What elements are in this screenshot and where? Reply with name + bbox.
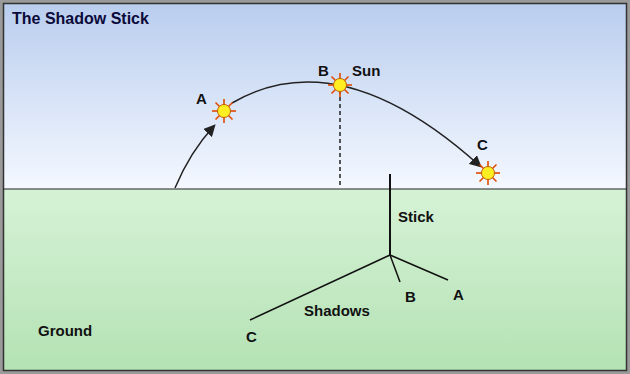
sun-symbol <box>476 161 500 185</box>
stick-label: Stick <box>398 208 434 225</box>
diagram-title: The Shadow Stick <box>12 10 149 28</box>
shadow-label: A <box>453 286 464 303</box>
horizon <box>3 189 627 190</box>
shadow-lines <box>250 255 448 320</box>
sun-path <box>175 126 214 188</box>
sun-label: Sun <box>352 62 380 79</box>
noon-line <box>339 90 341 188</box>
stick <box>389 174 391 255</box>
sun-position-label: C <box>477 136 488 153</box>
sun-symbol <box>328 73 352 97</box>
shadow-label: C <box>246 328 257 345</box>
shadows-label: Shadows <box>304 302 370 319</box>
inner-frame <box>4 4 627 371</box>
sky <box>3 3 627 189</box>
sun-path <box>232 82 480 166</box>
shadow-line <box>390 255 448 280</box>
sun-position-label: A <box>196 90 207 107</box>
shadow-label: B <box>405 288 416 305</box>
ground-area <box>3 189 627 371</box>
ground-label: Ground <box>38 322 92 339</box>
shadow-line <box>250 255 390 320</box>
sun-symbol <box>212 99 236 123</box>
sun-position-label: B <box>318 62 329 79</box>
